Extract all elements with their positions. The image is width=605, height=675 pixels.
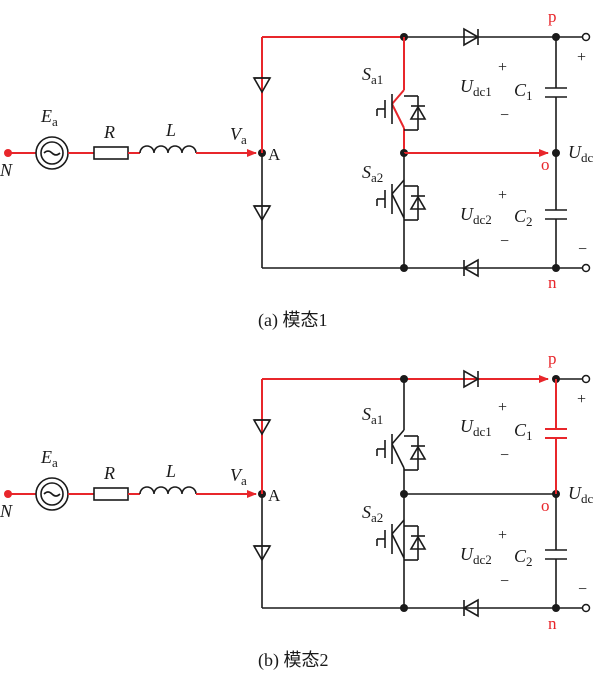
mode-2-diagram: N Ea R L Va A Sa1 Sa2 + Udc1 − C1 + Udc2…: [0, 349, 594, 671]
svg-text:+: +: [577, 391, 586, 408]
diode-top: [463, 369, 480, 389]
igbt-sa1: [376, 429, 427, 471]
label-udc: Udc: [568, 142, 594, 165]
label-va: Va: [230, 124, 247, 147]
label-n-node: N: [0, 501, 13, 521]
label-r: R: [103, 122, 115, 142]
terminal-n: [581, 603, 591, 613]
svg-text:+: +: [498, 399, 507, 416]
label-ea: Ea: [40, 447, 58, 470]
label-n: n: [548, 273, 557, 292]
label-a: A: [268, 145, 281, 164]
label-n: n: [548, 614, 557, 633]
sine-icon: [43, 491, 61, 497]
label-l: L: [165, 120, 176, 140]
label-c1: C1: [514, 420, 533, 443]
label-ea: Ea: [40, 106, 58, 129]
svg-text:−: −: [578, 241, 587, 258]
label-sa2: Sa2: [362, 502, 383, 525]
diode-bottom: [462, 598, 479, 618]
terminal-p: [581, 374, 591, 384]
label-sa1: Sa1: [362, 64, 383, 87]
igbt-sa2: [376, 519, 427, 561]
node-n: [4, 490, 12, 498]
label-p: p: [548, 349, 557, 368]
label-o: o: [541, 155, 550, 174]
diode-bottom: [462, 258, 479, 278]
resistor-r: [93, 487, 129, 501]
label-c2: C2: [514, 546, 533, 569]
caption-mode-2: (b) 模态2: [258, 650, 329, 671]
svg-text:−: −: [500, 573, 509, 590]
node-n: [4, 149, 12, 157]
label-c2: C2: [514, 206, 533, 229]
label-udc: Udc: [568, 483, 594, 506]
inductor-l: [139, 486, 197, 495]
terminal-n: [581, 263, 591, 273]
label-p: p: [548, 7, 557, 26]
terminal-p: [581, 32, 591, 42]
sine-icon: [43, 150, 61, 156]
svg-text:−: −: [500, 447, 509, 464]
label-l: L: [165, 461, 176, 481]
mode-1-diagram: N Ea R L Va A Sa1 Sa2 + Udc1 − C1 + Udc2…: [0, 7, 594, 331]
label-a: A: [268, 486, 281, 505]
igbt-sa2: [376, 179, 427, 221]
label-udc2: Udc2: [460, 544, 492, 567]
label-sa2: Sa2: [362, 162, 383, 185]
svg-text:+: +: [577, 49, 586, 66]
svg-text:−: −: [578, 581, 587, 598]
svg-text:−: −: [500, 107, 509, 124]
svg-text:+: +: [498, 59, 507, 76]
label-o: o: [541, 496, 550, 515]
label-udc1: Udc1: [460, 76, 492, 99]
label-r: R: [103, 463, 115, 483]
label-sa1: Sa1: [362, 404, 383, 427]
caption-mode-1: (a) 模态1: [258, 310, 327, 331]
label-c1: C1: [514, 80, 533, 103]
svg-text:+: +: [498, 187, 507, 204]
label-udc2: Udc2: [460, 204, 492, 227]
igbt-sa1: [376, 94, 427, 131]
label-udc1: Udc1: [460, 416, 492, 439]
diode-top: [463, 27, 480, 47]
label-va: Va: [230, 465, 247, 488]
svg-text:+: +: [498, 527, 507, 544]
inductor-l: [139, 145, 197, 154]
svg-text:−: −: [500, 233, 509, 250]
resistor-r: [93, 146, 129, 160]
label-n-node: N: [0, 160, 13, 180]
